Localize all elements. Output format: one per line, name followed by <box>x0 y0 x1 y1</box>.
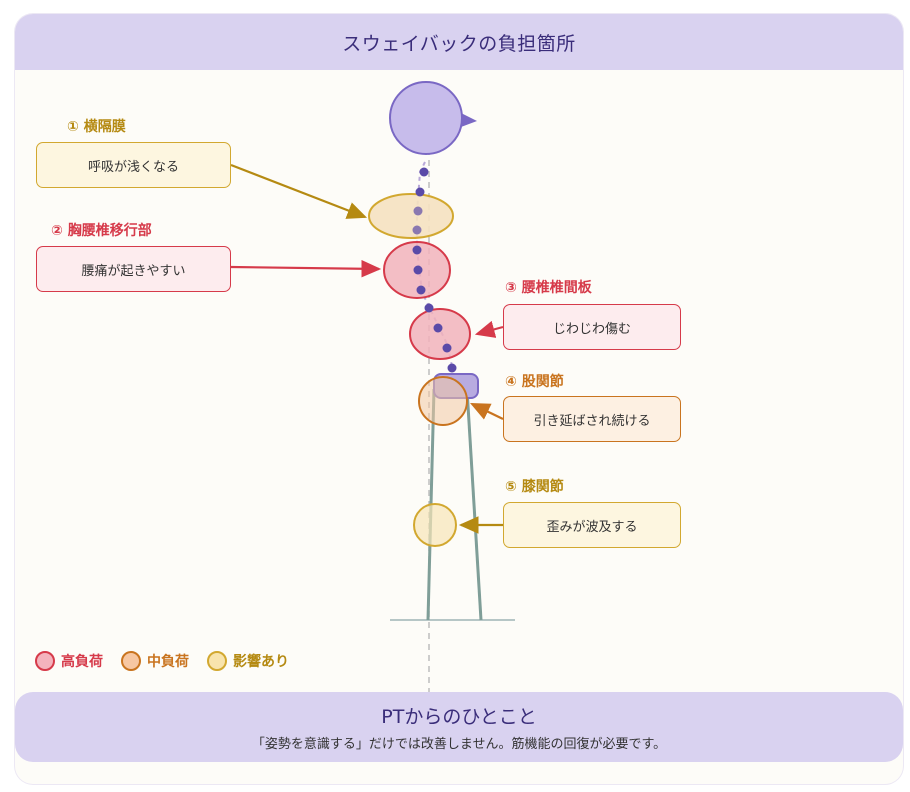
legend: 高負荷 中負荷 影響あり <box>35 651 299 671</box>
arrow-diaphragm <box>230 163 368 219</box>
desc-box-diaphragm: 呼吸が浅くなる <box>36 142 231 188</box>
marker-knee <box>413 503 457 547</box>
label-hip: ④ 股関節 <box>505 374 564 390</box>
legend-swatch-affect <box>207 651 227 671</box>
label-thoracolumbar: ② 胸腰椎移行部 <box>51 223 152 239</box>
infographic-card: スウェイバックの負担箇所 <box>15 14 903 784</box>
legend-item-high: 高負荷 <box>35 651 103 671</box>
marker-diaphragm <box>368 193 454 239</box>
footer-body: 「姿勢を意識する」だけでは改善しません。筋機能の回復が必要です。 <box>251 737 667 752</box>
footer-title: PTからのひとこと <box>381 706 537 728</box>
body-figure-diagram <box>230 81 515 692</box>
pt-comment-panel: PTからのひとこと 「姿勢を意識する」だけでは改善しません。筋機能の回復が必要で… <box>15 692 903 762</box>
desc-box-lumbar-disc: じわじわ傷む <box>503 304 681 350</box>
arrow-lumbar-disc <box>474 320 504 338</box>
arrow-thoracolumbar <box>230 259 382 278</box>
legend-label-mid: 中負荷 <box>147 654 189 670</box>
face-direction-indicator <box>461 113 477 127</box>
legend-label-affect: 影響あり <box>233 654 289 670</box>
marker-lumbar-disc <box>409 308 471 360</box>
arrow-hip <box>470 403 504 420</box>
page-title: スウェイバックの負担箇所 <box>342 32 576 55</box>
label-knee: ⑤ 膝関節 <box>505 479 564 495</box>
desc-box-thoracolumbar: 腰痛が起きやすい <box>36 246 231 292</box>
legend-label-high: 高負荷 <box>61 654 103 670</box>
legend-swatch-high <box>35 651 55 671</box>
label-lumbar-disc: ③ 腰椎椎間板 <box>505 280 592 296</box>
desc-box-hip: 引き延ばされ続ける <box>503 396 681 442</box>
vertebrae <box>412 167 457 373</box>
label-diaphragm: ① 横隔膜 <box>67 119 126 135</box>
right-leg <box>465 388 483 621</box>
legend-item-mid: 中負荷 <box>121 651 189 671</box>
marker-hip <box>418 376 468 426</box>
legend-item-affect: 影響あり <box>207 651 289 671</box>
desc-box-knee: 歪みが波及する <box>503 502 681 548</box>
head <box>389 81 463 155</box>
title-bar: スウェイバックの負担箇所 <box>15 14 903 70</box>
legend-swatch-mid <box>121 651 141 671</box>
